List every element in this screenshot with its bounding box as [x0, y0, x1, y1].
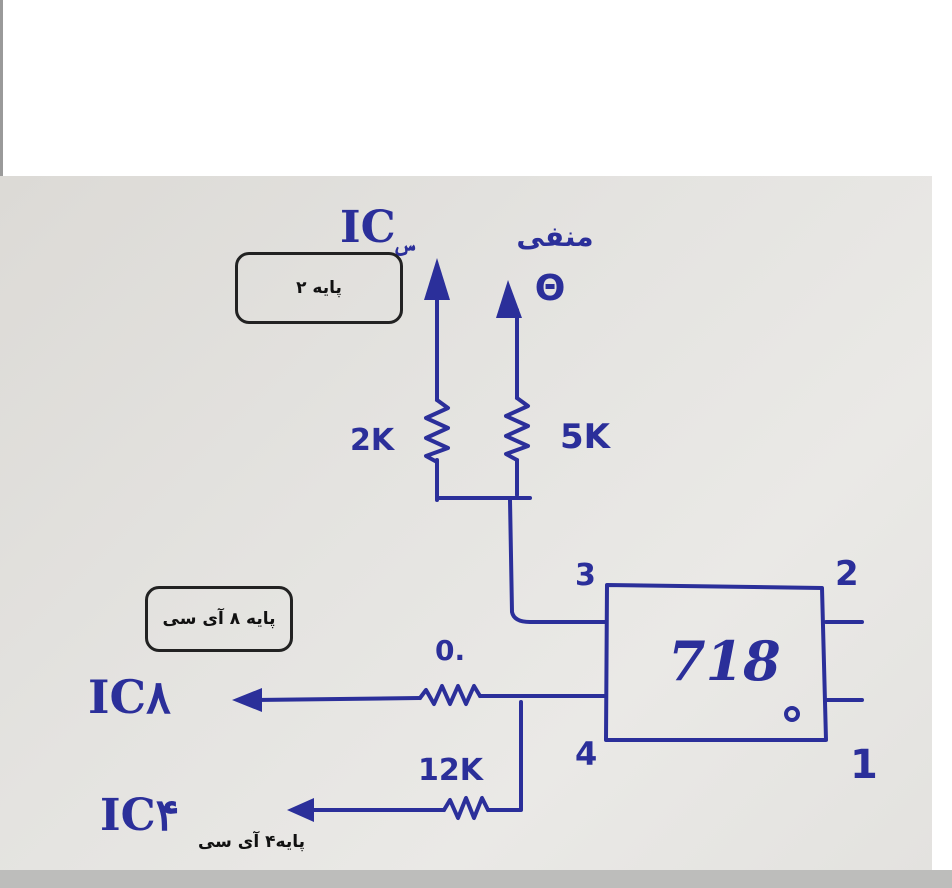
resistor-12k-label: 12K — [418, 753, 485, 788]
resistor-12k — [442, 796, 490, 820]
ic2-label: ICۣ — [340, 202, 416, 257]
pin-3-label: 3 — [575, 558, 596, 593]
chip-pin1-dot — [784, 706, 800, 722]
negative-label: منفی — [516, 220, 593, 253]
chip-718-label: 718 — [668, 629, 781, 693]
ic2-pin-callout: پایه ۲ — [235, 252, 403, 324]
ic8-pin-callout: پایه ۸ آی سی — [145, 586, 293, 652]
chip-718-body — [604, 583, 828, 742]
ic4-pin-label: پایه۴ آی سی — [197, 832, 305, 852]
resistor-5k — [504, 396, 530, 462]
resistor-2k — [424, 398, 450, 464]
pin-2-label: 2 — [835, 554, 859, 594]
arrow-up-negative — [496, 280, 522, 318]
resistor-5k-label: 5K — [560, 417, 612, 457]
ic2-pin-callout-text: پایه ۲ — [296, 278, 342, 298]
wire-to-pin3 — [508, 498, 607, 624]
right-margin — [932, 176, 952, 870]
top-blank-area — [0, 0, 952, 176]
ic8-pin-callout-text: پایه ۸ آی سی — [162, 609, 276, 629]
pin-1-label: 1 — [850, 742, 878, 788]
arrow-left-ic4 — [287, 798, 314, 822]
arrow-left-ic8 — [232, 688, 262, 712]
paper-photo-background — [0, 176, 932, 870]
resistor-2k-label: 2K — [350, 423, 396, 458]
resistor-mid-label: 0. — [435, 634, 465, 667]
negative-symbol: Θ — [535, 268, 566, 309]
wire-to-ic8 — [253, 696, 422, 702]
ic4-label: IC۴ — [100, 790, 179, 841]
ic8-label: IC۸ — [88, 670, 171, 724]
pin-4-label: 4 — [575, 735, 597, 773]
bottom-edge-bar — [0, 870, 952, 888]
resistor-mid — [418, 684, 482, 706]
wire-drop-to-12k — [486, 700, 523, 812]
arrow-up-ic2 — [424, 258, 450, 300]
